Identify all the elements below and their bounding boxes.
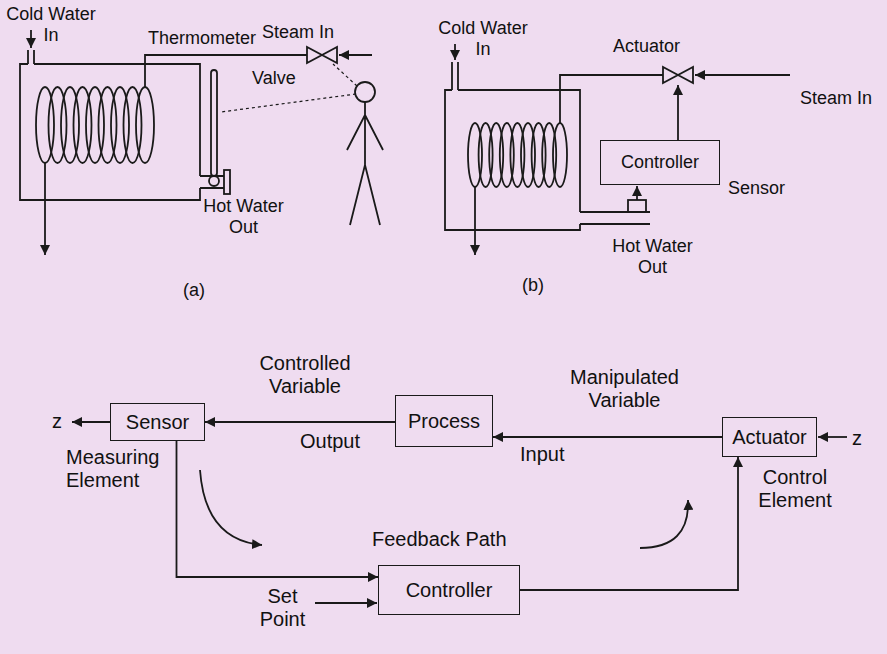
outlet-pipe — [200, 176, 224, 188]
process-box: Actuator — [722, 417, 817, 457]
annotation-label: Output — [300, 430, 360, 453]
thermometer-bulb — [209, 176, 219, 186]
annotation-label: Cold Water In — [2, 4, 100, 45]
annotation-label: Control Element — [745, 466, 845, 512]
steam-arrow — [695, 74, 790, 76]
steam-arrow — [339, 54, 372, 56]
inlet-pipe — [28, 50, 34, 64]
disturbance-arrow — [818, 436, 847, 438]
annotation-label: Sensor — [728, 178, 785, 199]
figure-a — [20, 30, 383, 255]
condensate-arrow — [474, 187, 476, 255]
signal-arrow — [636, 186, 638, 200]
outlet-flange — [224, 170, 230, 194]
process-box: Controller — [600, 140, 720, 185]
inlet-pipe — [452, 62, 458, 90]
annotation-label: Input — [520, 443, 564, 466]
process-box: Controller — [378, 565, 520, 615]
annotation-label: z — [52, 410, 62, 433]
heating-coil — [36, 87, 154, 163]
process-box: Process — [395, 395, 493, 447]
inlet-arrow — [30, 30, 32, 48]
box-label: Controller — [406, 579, 493, 602]
annotation-label: Feedback Path — [372, 528, 507, 551]
annotation-label: Measuring Element — [66, 446, 166, 492]
annotation-label: Manipulated Variable — [562, 366, 687, 412]
process-box: Sensor — [110, 403, 205, 441]
annotation-label: Steam In — [262, 22, 334, 43]
annotation-label: Hot Water Out — [605, 236, 700, 277]
box-label: Sensor — [126, 411, 189, 434]
outlet-pipe — [580, 212, 650, 224]
annotation-label: Cold Water In — [434, 18, 532, 59]
annotation-label: Hot Water Out — [196, 196, 291, 237]
connector-arrow — [177, 441, 379, 577]
sensor-symbol — [628, 200, 646, 212]
box-label: Controller — [621, 152, 699, 173]
figure-b — [445, 44, 790, 255]
annotation-label: z — [852, 427, 862, 450]
coil-loop — [553, 123, 567, 187]
box-label: Actuator — [732, 426, 806, 449]
condensate-arrow — [44, 163, 46, 255]
signal-arrow — [677, 85, 679, 140]
loop-direction-arrow — [200, 470, 262, 545]
annotation-label: Set Point — [255, 585, 310, 631]
thermometer-symbol — [211, 70, 217, 176]
annotation-label: Valve — [252, 68, 296, 89]
annotation-label: (b) — [522, 275, 544, 296]
operator-figure — [347, 102, 383, 225]
sight-line — [221, 64, 357, 112]
valve-symbol — [307, 47, 337, 63]
annotation-label: Actuator — [613, 36, 680, 57]
set-point-arrow — [315, 602, 377, 604]
connector-arrow — [205, 421, 395, 423]
annotation-label: Steam In — [800, 88, 872, 109]
connector-arrow — [493, 436, 722, 438]
loop-direction-arrow — [640, 500, 688, 548]
annotation-label: Thermometer — [148, 28, 256, 49]
steam-pipe — [560, 75, 663, 123]
connector-arrow — [520, 457, 738, 590]
annotation-label: (a) — [183, 280, 205, 301]
disturbance-arrow — [72, 421, 110, 423]
inlet-arrow — [454, 44, 456, 60]
annotation-label: Controlled Variable — [250, 352, 360, 398]
coil-loop — [136, 87, 154, 163]
valve-symbol — [663, 67, 693, 83]
heating-coil — [468, 123, 567, 187]
tank-wall — [20, 64, 200, 200]
operator-head — [355, 82, 375, 102]
box-label: Process — [408, 410, 480, 433]
